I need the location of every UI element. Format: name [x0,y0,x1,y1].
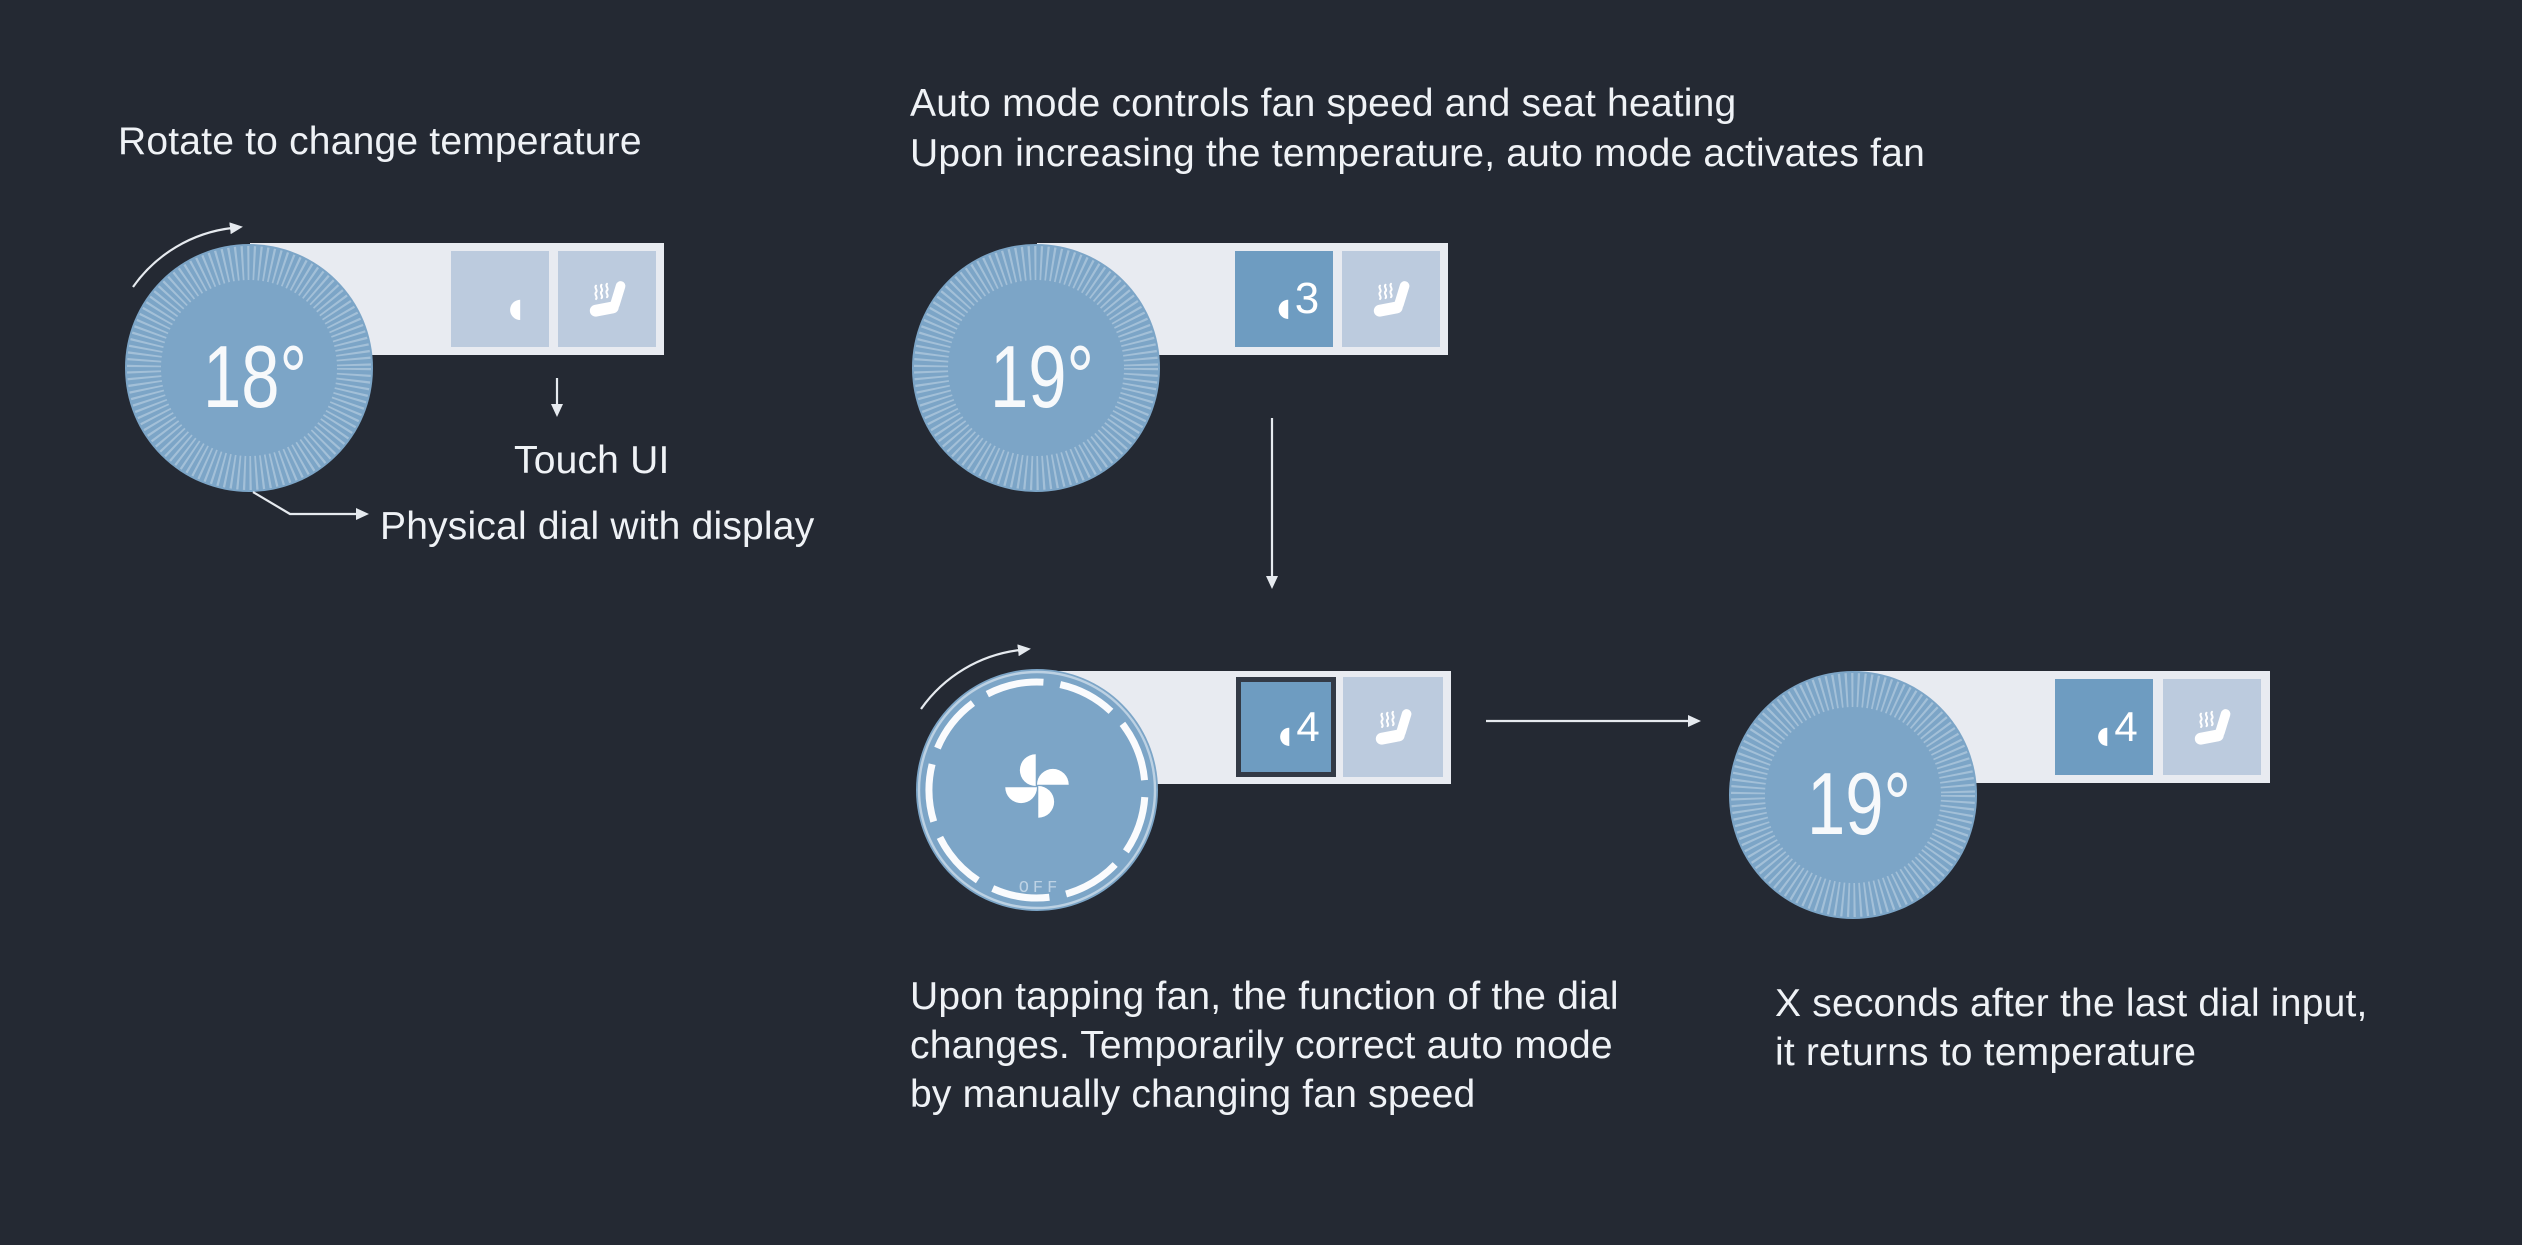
seat-heating-button[interactable] [1342,251,1440,347]
seat-heating-button[interactable] [1343,677,1443,777]
panel3-caption: Upon tapping fan, the function of the di… [910,975,1619,1116]
physical-dial-pointer-arrow [252,491,369,520]
fan-level: 4 [2114,703,2138,750]
dial-temperature-value: 19° [990,327,1094,426]
fan-icon [2070,708,2108,746]
dial-temperature-value: 19° [1807,754,1911,853]
fan-button[interactable]: 4 [2055,679,2153,775]
fan-level: 4 [1296,703,1320,750]
seat-heating-button[interactable] [2163,679,2261,775]
seat-heating-icon [2189,706,2235,748]
panel4-caption: X seconds after the last dial input,it r… [1775,982,2368,1074]
seat-heating-button[interactable] [558,251,656,347]
fan-button[interactable]: 3 [1235,251,1333,347]
fan-speed-dial[interactable]: OFF [916,669,1158,911]
seat-heating-icon [1370,706,1416,748]
temperature-dial-3[interactable]: 19° [1729,671,1977,919]
fan-level: 3 [1294,274,1320,323]
panel2-title-line1: Auto mode controls fan speed and seat he… [910,82,1737,125]
touch-ui-label: Touch UI [514,439,670,482]
fan-button[interactable] [451,251,549,347]
fan-icon [1249,279,1289,319]
fan-button-selected[interactable]: 4 [1236,677,1336,777]
seat-heating-icon [584,278,630,320]
temperature-dial-1[interactable]: 18° [125,244,373,492]
fan-icon [1252,708,1290,746]
panel2-title-line2: Upon increasing the temperature, auto mo… [910,132,1925,175]
temperature-dial-2[interactable]: 19° [912,244,1160,492]
fan-icon [479,278,521,320]
dial-temperature-value: 18° [203,327,307,426]
seat-heating-icon [1368,278,1414,320]
dial-off-label: OFF [1019,879,1062,898]
physical-dial-label: Physical dial with display [380,505,815,548]
panel1-title: Rotate to change temperature [118,120,642,163]
